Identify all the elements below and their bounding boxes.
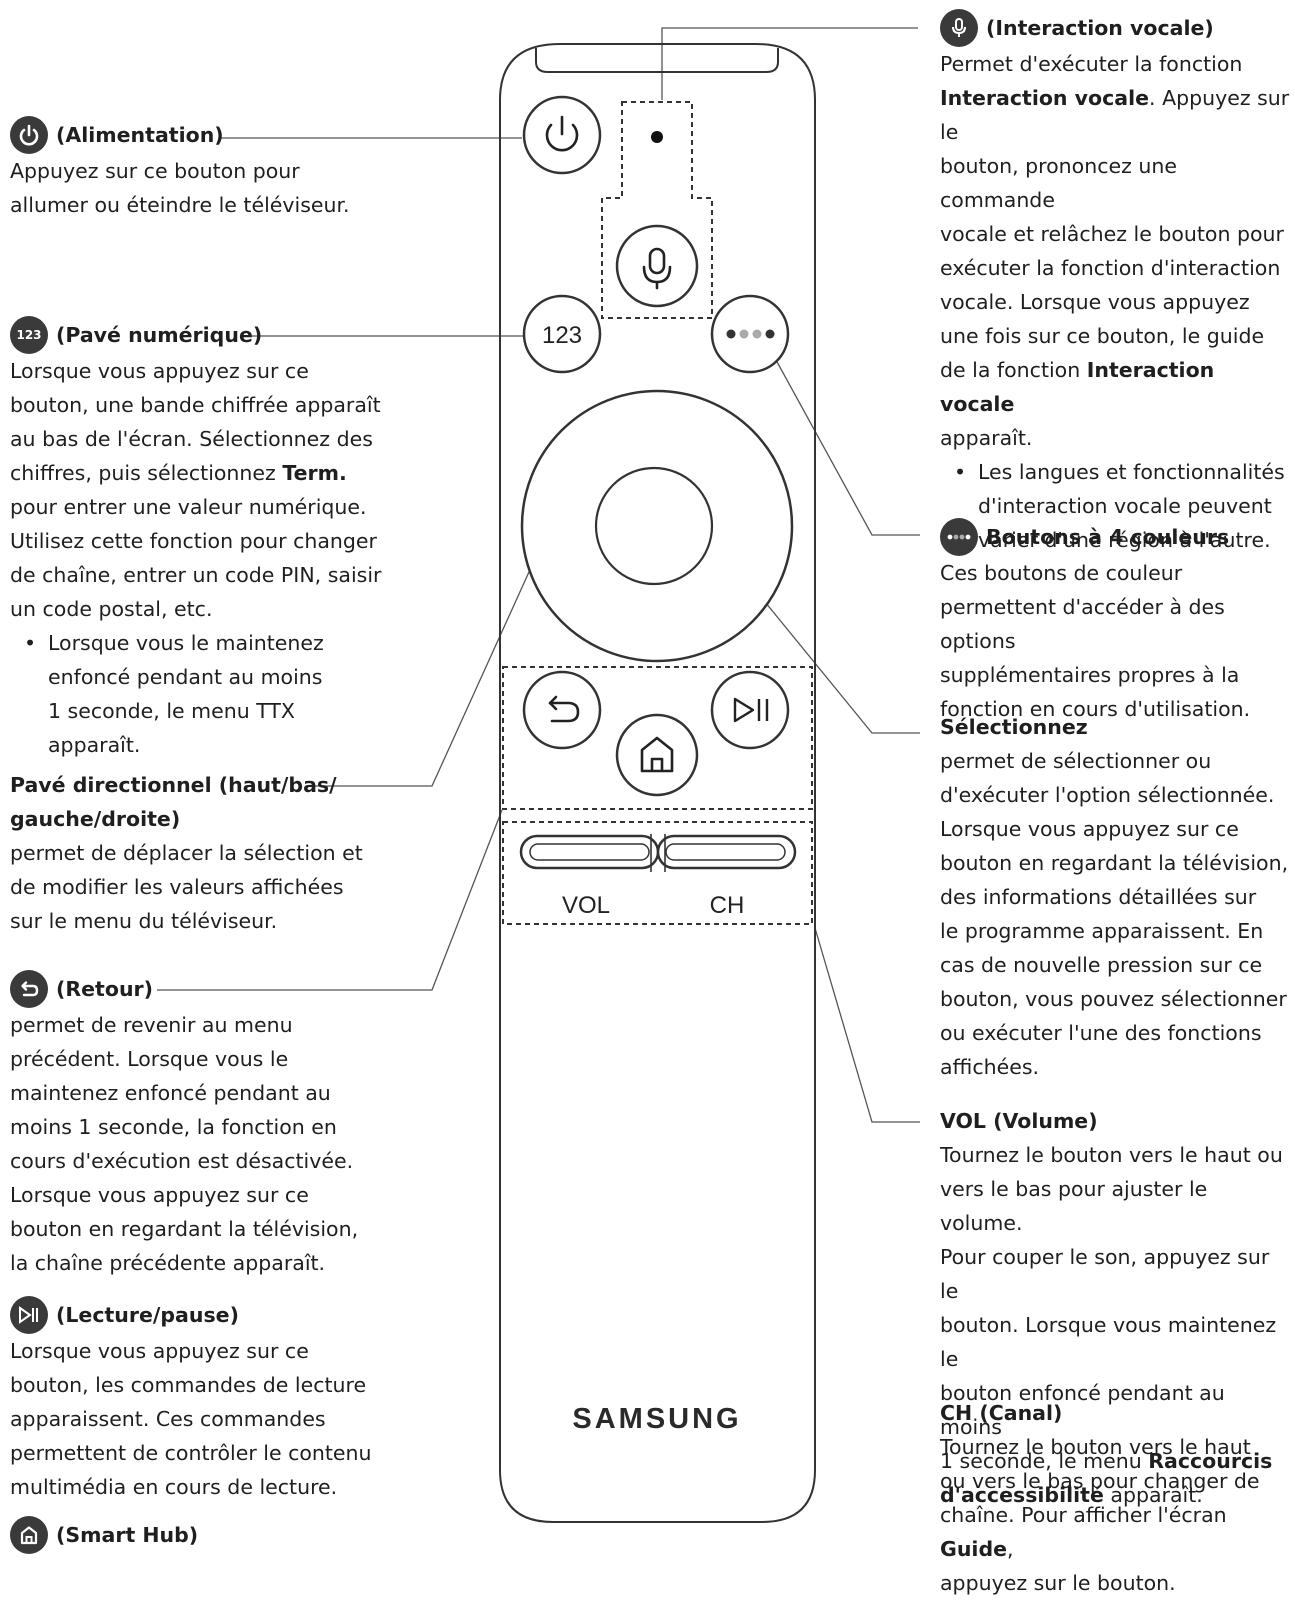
ch-label: CH bbox=[710, 892, 745, 919]
select-desc-block: Sélectionnez permet de sélectionner ou d… bbox=[940, 710, 1292, 1084]
numpad-desc-block: 123 (Pavé numérique) Lorsque vous appuye… bbox=[10, 316, 410, 762]
power-icon bbox=[545, 115, 579, 152]
vol-label: VOL bbox=[562, 892, 610, 919]
playpause-title: (Lecture/pause) bbox=[56, 1303, 239, 1327]
leader-volch bbox=[814, 927, 920, 1123]
leader-dpad bbox=[315, 529, 549, 787]
home-icon bbox=[10, 1516, 48, 1554]
dpad-title: Pavé directionnel (haut/bas/ bbox=[10, 773, 337, 797]
leader-voice bbox=[661, 27, 918, 100]
leader-colors bbox=[775, 359, 920, 536]
colors-desc-block: Boutons à 4 couleurs Ces boutons de coul… bbox=[940, 518, 1292, 726]
home-icon bbox=[640, 736, 674, 773]
select-title: Sélectionnez bbox=[940, 715, 1088, 739]
ch-title: CH (Canal) bbox=[940, 1401, 1063, 1425]
back-desc-block: (Retour) permet de revenir au menu précé… bbox=[10, 970, 410, 1280]
home-button[interactable] bbox=[615, 713, 699, 797]
numpad-button[interactable]: 123 bbox=[522, 294, 602, 374]
volume-rocker[interactable] bbox=[519, 834, 660, 870]
colors-title: Boutons à 4 couleurs bbox=[986, 525, 1230, 549]
mic-area-outline bbox=[601, 101, 713, 319]
select-button[interactable] bbox=[594, 466, 714, 586]
power-desc-block: (Alimentation) Appuyez sur ce bouton pou… bbox=[10, 116, 410, 222]
nav-group-outline bbox=[502, 666, 813, 810]
playpause-desc-block: (Lecture/pause) Lorsque vous appuyez sur… bbox=[10, 1296, 410, 1504]
remote-diagram: 123 bbox=[157, 27, 920, 1523]
dpad-desc-block: Pavé directionnel (haut/bas/ gauche/droi… bbox=[10, 768, 410, 938]
microphone-icon bbox=[642, 247, 672, 290]
numpad-title: (Pavé numérique) bbox=[56, 323, 263, 347]
rocker-group-outline bbox=[502, 821, 813, 925]
back-arrow-icon bbox=[10, 970, 48, 1008]
smarthub-title: (Smart Hub) bbox=[56, 1523, 199, 1547]
voice-button[interactable] bbox=[615, 224, 699, 308]
vol-desc-block: VOL (Volume) Tournez le bouton vers le h… bbox=[940, 1104, 1292, 1512]
voice-title: (Interaction vocale) bbox=[986, 16, 1214, 40]
ch-desc-block: CH (Canal) Tournez le bouton vers le hau… bbox=[940, 1396, 1292, 1600]
power-title: (Alimentation) bbox=[56, 123, 224, 147]
power-button[interactable] bbox=[522, 95, 602, 175]
numpad-icon: 123 bbox=[10, 316, 48, 354]
mic-hole bbox=[651, 131, 663, 143]
color-buttons[interactable] bbox=[710, 294, 790, 374]
numpad-label: 123 bbox=[542, 322, 582, 349]
vol-title: VOL (Volume) bbox=[940, 1109, 1098, 1133]
back-arrow-icon bbox=[548, 695, 580, 723]
voice-desc-block: (Interaction vocale) Permet d'exécuter l… bbox=[940, 9, 1292, 557]
leader-back bbox=[157, 809, 503, 991]
play-pause-icon bbox=[733, 697, 769, 723]
channel-rocker[interactable] bbox=[656, 834, 797, 870]
remote-body bbox=[499, 43, 816, 1523]
brand-logo: SAMSUNG bbox=[572, 1403, 741, 1435]
smarthub-desc-block: (Smart Hub) bbox=[10, 1516, 410, 1554]
play-pause-button[interactable] bbox=[710, 670, 790, 750]
power-icon bbox=[10, 116, 48, 154]
color-buttons-icon bbox=[940, 518, 978, 556]
back-title: (Retour) bbox=[56, 977, 154, 1001]
microphone-icon bbox=[940, 9, 978, 47]
play-pause-icon bbox=[10, 1296, 48, 1334]
back-button[interactable] bbox=[522, 670, 602, 750]
